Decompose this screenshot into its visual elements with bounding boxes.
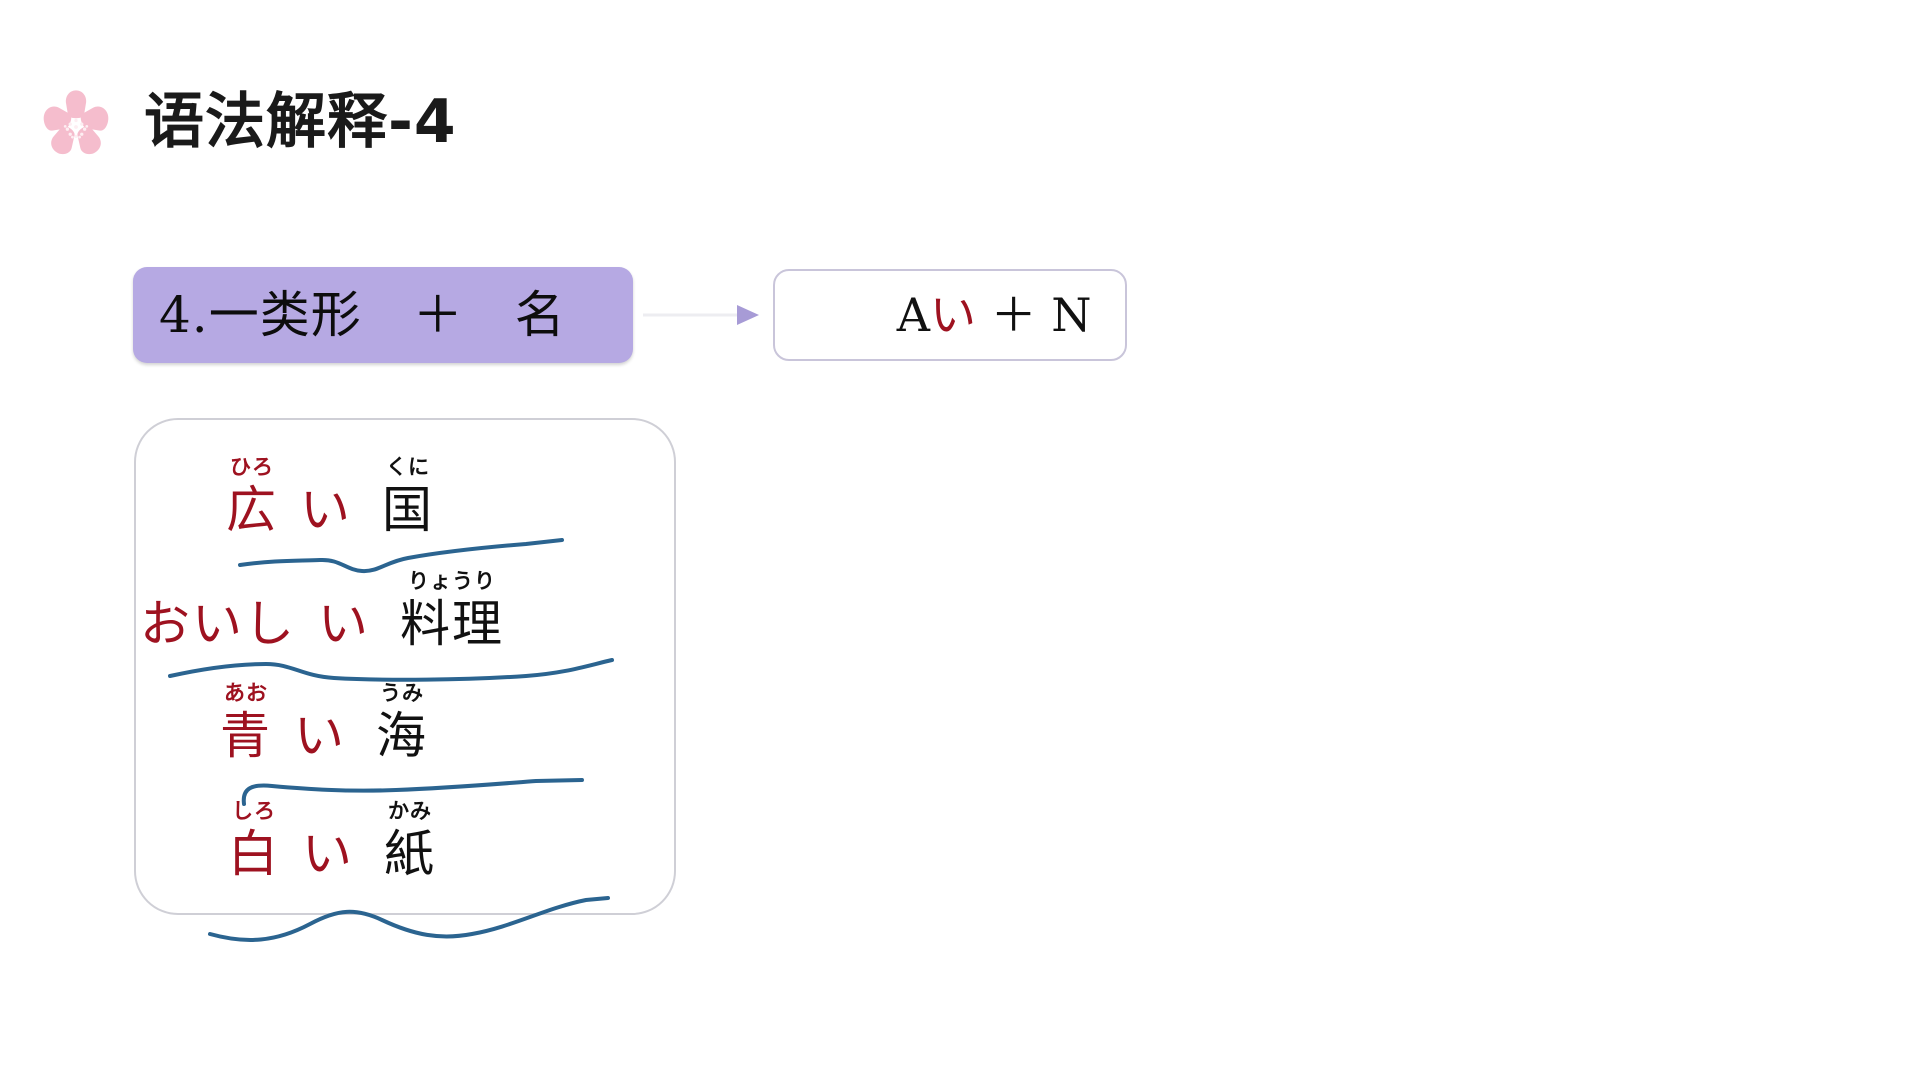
examples-list: ひろ広いくに国おいしいりょうり料理あお青いうみ海しろ白いかみ紙 bbox=[136, 420, 674, 913]
example-noun: くに国 bbox=[382, 456, 434, 536]
example-adjective-base: 白 bbox=[228, 825, 280, 883]
example-noun: うみ海 bbox=[376, 682, 428, 762]
example-i-ending-base: い bbox=[300, 481, 352, 539]
example-i-ending-base: い bbox=[318, 595, 370, 653]
example-adjective-base: おいし bbox=[140, 595, 296, 653]
result-prefix: A bbox=[896, 288, 930, 342]
example-adjective: あお青 bbox=[220, 682, 272, 762]
example-noun: かみ紙 bbox=[384, 800, 436, 880]
example-noun-furigana: くに bbox=[386, 454, 430, 479]
example-adjective: おいし bbox=[140, 570, 296, 650]
example-noun-furigana: かみ bbox=[388, 798, 432, 823]
arrow-right-icon bbox=[643, 305, 759, 325]
example-adjective-base: 青 bbox=[220, 707, 272, 765]
example-row: しろ白いかみ紙 bbox=[228, 800, 436, 880]
example-adjective-furigana: しろ bbox=[232, 798, 276, 823]
example-row: あお青いうみ海 bbox=[220, 682, 428, 762]
example-i-ending: い bbox=[318, 570, 370, 650]
example-i-ending-base: い bbox=[294, 707, 346, 765]
example-i-ending: い bbox=[300, 456, 352, 536]
example-noun-base: 海 bbox=[376, 707, 428, 765]
grammar-result-label: Aい ＋ N bbox=[809, 246, 1092, 384]
sakura-flower-icon bbox=[43, 90, 109, 155]
example-i-ending: い bbox=[302, 800, 354, 880]
grammar-pattern-box[interactable]: 4.一类形 ＋ 名 bbox=[133, 267, 633, 363]
grammar-result-box[interactable]: Aい ＋ N bbox=[773, 269, 1128, 361]
grammar-rule-row: 4.一类形 ＋ 名 Aい ＋ N bbox=[133, 267, 1128, 363]
example-i-ending-base: い bbox=[302, 825, 354, 883]
example-noun-base: 紙 bbox=[384, 825, 436, 883]
example-noun: りょうり料理 bbox=[400, 570, 504, 650]
result-kana-i: い bbox=[929, 288, 976, 342]
examples-card: ひろ広いくに国おいしいりょうり料理あお青いうみ海しろ白いかみ紙 bbox=[134, 418, 676, 915]
grammar-pattern-label: 4.一类形 ＋ 名 bbox=[159, 286, 566, 344]
page-header: 语法解释-4 bbox=[40, 86, 457, 158]
example-noun-furigana: りょうり bbox=[408, 568, 496, 593]
page-title: 语法解释-4 bbox=[144, 87, 457, 157]
example-noun-base: 料理 bbox=[400, 595, 504, 653]
example-adjective: しろ白 bbox=[228, 800, 280, 880]
example-adjective: ひろ広 bbox=[226, 456, 278, 536]
result-suffix: ＋ N bbox=[975, 288, 1092, 342]
example-adjective-furigana: あお bbox=[224, 680, 268, 705]
example-adjective-base: 広 bbox=[226, 481, 278, 539]
example-i-ending: い bbox=[294, 682, 346, 762]
example-row: ひろ広いくに国 bbox=[226, 456, 434, 536]
example-noun-furigana: うみ bbox=[380, 680, 424, 705]
example-adjective-furigana: ひろ bbox=[230, 454, 274, 479]
example-row: おいしいりょうり料理 bbox=[140, 570, 504, 650]
example-noun-base: 国 bbox=[382, 481, 434, 539]
